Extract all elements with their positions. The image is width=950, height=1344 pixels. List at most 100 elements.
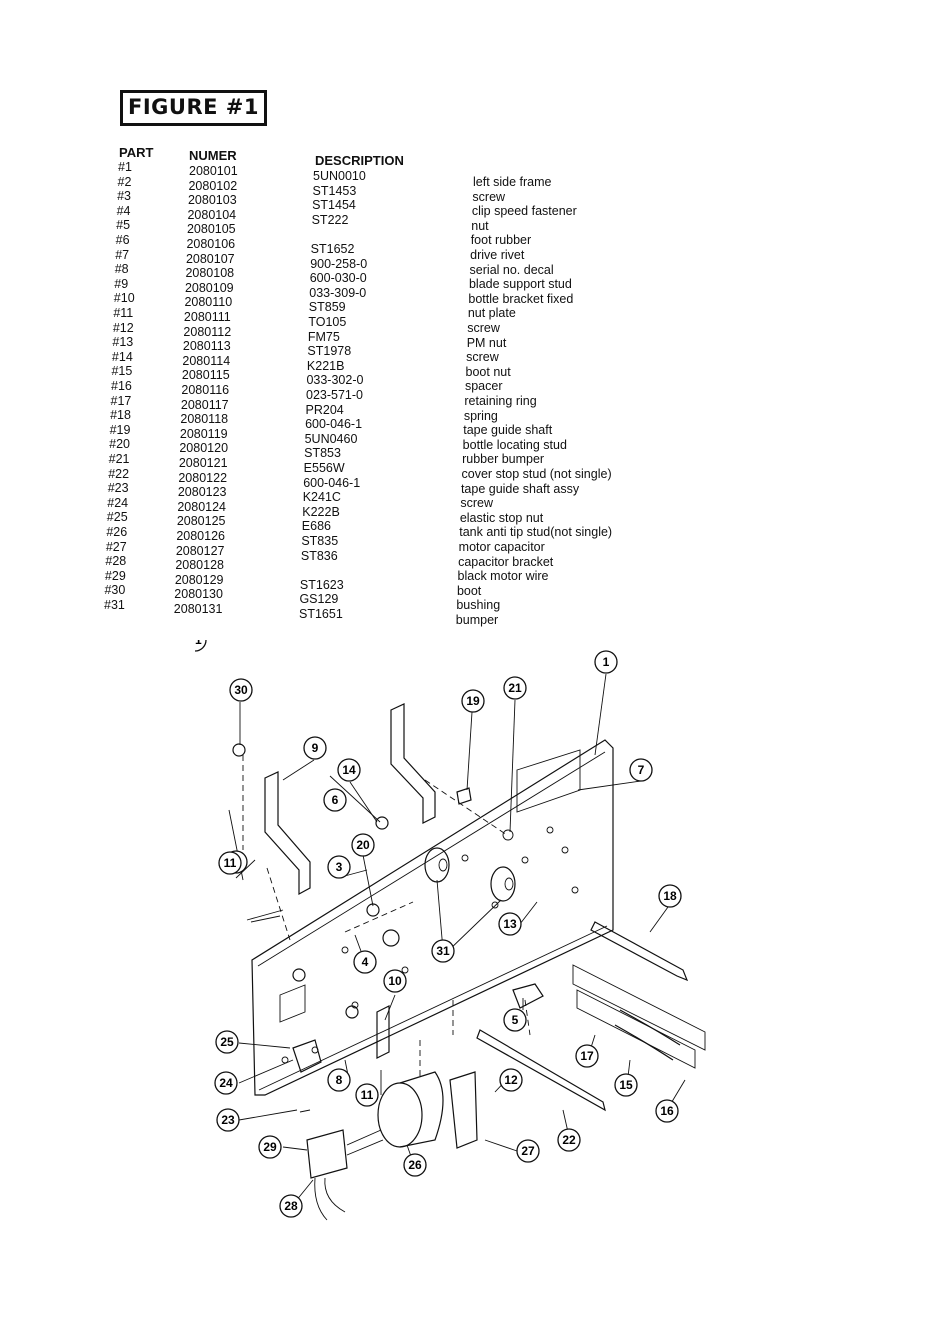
parts-part-cell: #19 bbox=[109, 422, 131, 437]
parts-numer-cell: 2080122 bbox=[178, 470, 228, 485]
parts-numer-cell: 2080121 bbox=[178, 456, 228, 470]
callout-label: 5 bbox=[512, 1013, 519, 1027]
callout-label: 20 bbox=[356, 838, 370, 852]
parts-numer-cell: 2080120 bbox=[179, 441, 229, 456]
callout-label: 22 bbox=[562, 1133, 576, 1147]
parts-name-cell: bumper bbox=[455, 613, 499, 627]
parts-code-cell: E686 bbox=[301, 519, 331, 534]
callout-label: 3 bbox=[336, 860, 343, 874]
callout-bubble bbox=[383, 969, 407, 993]
parts-numer-cell: 2080115 bbox=[181, 368, 230, 383]
callout-bubble bbox=[215, 1030, 239, 1054]
parts-part-cell: #2 bbox=[117, 174, 132, 189]
parts-code-cell: 023-571-0 bbox=[306, 388, 363, 402]
callout-bubble bbox=[403, 1153, 427, 1177]
callout-bubble bbox=[655, 1099, 679, 1123]
parts-code-cell: 900-258-0 bbox=[310, 256, 368, 271]
parts-code-cell: ST1978 bbox=[307, 344, 352, 359]
parts-part-cell: #7 bbox=[115, 247, 130, 262]
parts-name-cell: capacitor bracket bbox=[458, 554, 554, 569]
parts-numer-cell: 2080111 bbox=[183, 310, 231, 324]
parts-part-cell: #12 bbox=[112, 320, 134, 335]
parts-part-cell: #10 bbox=[113, 291, 135, 306]
parts-part-cell: #14 bbox=[111, 349, 133, 364]
parts-numer-cell: 2080106 bbox=[186, 237, 236, 251]
exploded-assembly-diagram: 1234567891011111213141516171819202122232… bbox=[195, 640, 706, 1221]
callout-label: 28 bbox=[284, 1199, 298, 1213]
callout-label: 4 bbox=[362, 955, 369, 969]
callout-label: 21 bbox=[508, 681, 522, 695]
parts-numer-cell: 2080109 bbox=[184, 280, 234, 295]
parts-part-cell: #27 bbox=[105, 539, 127, 554]
parts-code-cell: ST1652 bbox=[310, 242, 355, 256]
bottle-bracket-right bbox=[390, 703, 436, 824]
callout-label: 1 bbox=[603, 655, 610, 669]
parts-numer-cell: 2080110 bbox=[184, 295, 233, 310]
parts-name-cell: bushing bbox=[456, 598, 501, 613]
parts-numer-cell: 2080118 bbox=[180, 412, 229, 427]
callout-label: 7 bbox=[638, 763, 645, 777]
callout-bubble bbox=[214, 1071, 238, 1095]
parts-code-cell: 600-030-0 bbox=[309, 271, 367, 286]
figure-title-box: FIGURE #1 bbox=[120, 90, 267, 126]
parts-name-cell: boot nut bbox=[465, 364, 511, 379]
callout-label: 6 bbox=[332, 793, 339, 807]
callout-label: 25 bbox=[220, 1035, 234, 1049]
callout-label: 18 bbox=[663, 889, 677, 903]
parts-numer-cell: 2080116 bbox=[181, 383, 230, 397]
parts-part-cell: #26 bbox=[106, 525, 128, 539]
parts-code-cell: FM75 bbox=[307, 329, 340, 344]
parts-part-cell: #15 bbox=[111, 364, 133, 379]
parts-name-cell: elastic stop nut bbox=[459, 510, 544, 525]
parts-code-cell: ST859 bbox=[308, 300, 346, 315]
parts-code-cell: ST1623 bbox=[299, 577, 344, 592]
parts-numer-cell: 2080108 bbox=[185, 266, 235, 281]
parts-code-cell: ST836 bbox=[300, 548, 338, 563]
parts-part-cell: #3 bbox=[117, 189, 131, 204]
callout-bubble bbox=[499, 1068, 523, 1092]
callout-bubble bbox=[503, 1008, 527, 1032]
parts-part-cell: #28 bbox=[105, 554, 127, 569]
parts-numer-cell: 2080113 bbox=[182, 339, 231, 354]
parts-name-cell: PM nut bbox=[466, 335, 507, 350]
parts-name-cell: screw bbox=[466, 350, 499, 365]
callout-bubble bbox=[353, 950, 377, 974]
parts-part-cell: #23 bbox=[107, 481, 129, 496]
parts-numer-cell: 2080103 bbox=[187, 193, 237, 208]
callout-label: 31 bbox=[436, 944, 450, 958]
callout-label: 10 bbox=[388, 974, 402, 988]
parts-numer-cell: 2080104 bbox=[187, 207, 237, 222]
callout-label: 17 bbox=[580, 1049, 594, 1063]
parts-code-cell: ST835 bbox=[301, 534, 339, 548]
parts-code-cell: TO105 bbox=[308, 315, 347, 329]
figure-title: FIGURE #1 bbox=[128, 95, 259, 119]
parts-numer-cell: 2080128 bbox=[175, 558, 224, 573]
parts-name-cell: tank anti tip stud(not single) bbox=[459, 525, 613, 540]
parts-numer-cell: 2080117 bbox=[180, 397, 229, 412]
parts-code-cell: K222B bbox=[302, 504, 340, 519]
parts-numer-cell: 2080123 bbox=[177, 485, 227, 500]
parts-part-cell: #6 bbox=[115, 233, 130, 247]
parts-code-cell: PR204 bbox=[305, 402, 344, 417]
parts-code-cell: ST853 bbox=[304, 446, 341, 461]
parts-name-cell: left side frame bbox=[473, 175, 552, 189]
parts-name-cell: boot bbox=[456, 583, 482, 598]
callout-label: 13 bbox=[503, 917, 517, 931]
parts-code-cell: 033-302-0 bbox=[306, 373, 364, 388]
callout-bubble bbox=[431, 939, 455, 963]
parts-name-cell: bottle bracket fixed bbox=[468, 291, 574, 306]
parts-name-cell: nut bbox=[471, 218, 489, 233]
parts-part-cell: #1 bbox=[118, 160, 132, 174]
parts-numer-cell: 2080112 bbox=[183, 324, 232, 339]
callout-bubble bbox=[594, 650, 618, 674]
header-numer: NUMER bbox=[189, 148, 237, 163]
callout-bubble bbox=[303, 736, 327, 760]
parts-name-cell: spacer bbox=[464, 379, 503, 394]
parts-part-cell: #5 bbox=[116, 218, 131, 233]
callout-bubble bbox=[327, 855, 351, 879]
callout-bubble bbox=[258, 1135, 282, 1159]
parts-name-cell: nut plate bbox=[467, 306, 516, 321]
parts-name-cell: blade support stud bbox=[468, 277, 572, 292]
parts-numer-cell: 2080130 bbox=[174, 587, 223, 602]
parts-numer-cell: 2080124 bbox=[177, 499, 227, 514]
